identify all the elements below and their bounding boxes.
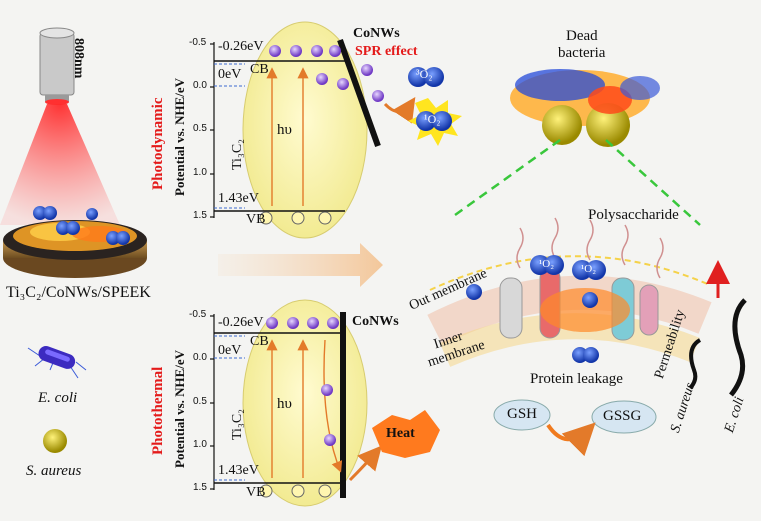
dead-bacteria-icon	[510, 69, 660, 147]
heat-label: Heat	[386, 426, 415, 441]
electrons-bottom	[266, 317, 339, 446]
o2-membrane-label-1: ¹O₂	[539, 258, 555, 270]
tick-top-0: -0.5	[189, 37, 207, 48]
gsh-badge	[493, 399, 551, 431]
photothermal-label: Photothermal	[150, 366, 166, 455]
polysaccharide-chains	[516, 217, 664, 279]
cb-label-bottom: CB	[250, 334, 269, 349]
dead-bacteria-label-1: Dead	[566, 28, 598, 44]
excitation-arrows-top	[266, 67, 309, 206]
holes-top	[259, 211, 332, 225]
axis-label-top: Potential vs. NHE/eV	[172, 77, 187, 196]
tick-top-2: 0.5	[193, 123, 207, 134]
electrons-top	[269, 45, 384, 102]
spr-effect-label: SPR effect	[355, 44, 418, 59]
axis-bottom	[210, 314, 215, 490]
conws-label-top: CoNWs	[353, 26, 400, 41]
ecoli-icon	[27, 346, 87, 379]
singlet-o2-icon	[408, 98, 462, 146]
gssg-badge	[591, 400, 657, 434]
gssg-label: GSSG	[603, 408, 642, 424]
transition-arrow	[218, 243, 383, 287]
laser-icon	[39, 27, 75, 105]
band-ellipse-bottom	[242, 299, 368, 507]
zero-energy-bottom: 0eV	[218, 343, 242, 358]
tick-bottom-1: 0.0	[193, 352, 207, 363]
vb-energy-top: 1.43eV	[218, 191, 259, 206]
zero-energy-top: 0eV	[218, 67, 242, 82]
tick-bottom-2: 0.5	[193, 396, 207, 407]
ecoli-label: E. coli	[38, 390, 78, 406]
heat-arrow	[348, 445, 382, 482]
conws-label-bottom: CoNWs	[352, 314, 399, 329]
relaxation-arrow-bottom	[323, 339, 343, 473]
axis-top	[210, 42, 215, 218]
tick-top-4: 1.5	[193, 210, 207, 221]
vb-energy-bottom: 1.43eV	[218, 463, 259, 478]
o2-membrane-label-2: ¹O₂	[581, 263, 597, 275]
saureus-brace	[688, 338, 702, 390]
conws-bar-top	[337, 38, 381, 148]
heat-flame-icon	[372, 410, 440, 458]
cb-energy-top: -0.26eV	[218, 39, 264, 54]
tick-top-1: 0.0	[193, 80, 207, 91]
vb-label-bottom: VB	[246, 485, 266, 500]
laser-beam	[0, 104, 120, 225]
material-label: Ti₃C₂/CoNWs/SPEEK	[6, 284, 151, 301]
tick-top-3: 1.0	[193, 167, 207, 178]
gsh-to-gssg-arrow	[546, 422, 596, 457]
cb-energy-bottom: -0.26eV	[218, 315, 264, 330]
holes-bottom	[259, 484, 332, 498]
protein-leakage-label: Protein leakage	[530, 371, 623, 387]
tick-bottom-4: 1.5	[193, 482, 207, 493]
ecoli-brace	[729, 298, 747, 397]
o2-molecules-icon	[33, 206, 130, 245]
dead-bacteria-label-2: bacteria	[558, 45, 606, 61]
hv-top: hυ	[277, 122, 292, 138]
saureus-label: S. aureus	[26, 463, 82, 479]
photodynamic-label: Photodynamic	[150, 97, 166, 190]
triplet-o2-label: ³O₂	[416, 67, 433, 81]
vb-label-top: VB	[246, 212, 266, 227]
tick-bottom-0: -0.5	[189, 309, 207, 320]
hv-bottom: hυ	[277, 396, 292, 412]
saureus-icon	[43, 429, 67, 453]
axis-label-bottom: Potential vs. NHE/eV	[172, 349, 187, 468]
excitation-arrows-bottom	[266, 339, 309, 478]
cb-label-top: CB	[250, 62, 269, 77]
transfer-arrow-top	[383, 97, 416, 124]
singlet-o2-label: ¹O₂	[424, 112, 441, 126]
tick-bottom-3: 1.0	[193, 439, 207, 450]
material-bottom: Ti₃C₂	[230, 408, 245, 440]
gsh-label: GSH	[507, 406, 538, 422]
zoom-line-left	[454, 138, 561, 217]
zoom-line-right	[605, 139, 701, 226]
o2-membrane-icons	[466, 255, 606, 363]
polysaccharide-label: Polysaccharide	[588, 207, 679, 223]
material-top: Ti₃C₂	[230, 138, 245, 170]
triplet-o2-icon	[408, 67, 444, 87]
laser-wavelength-label: 808nm	[71, 38, 86, 79]
